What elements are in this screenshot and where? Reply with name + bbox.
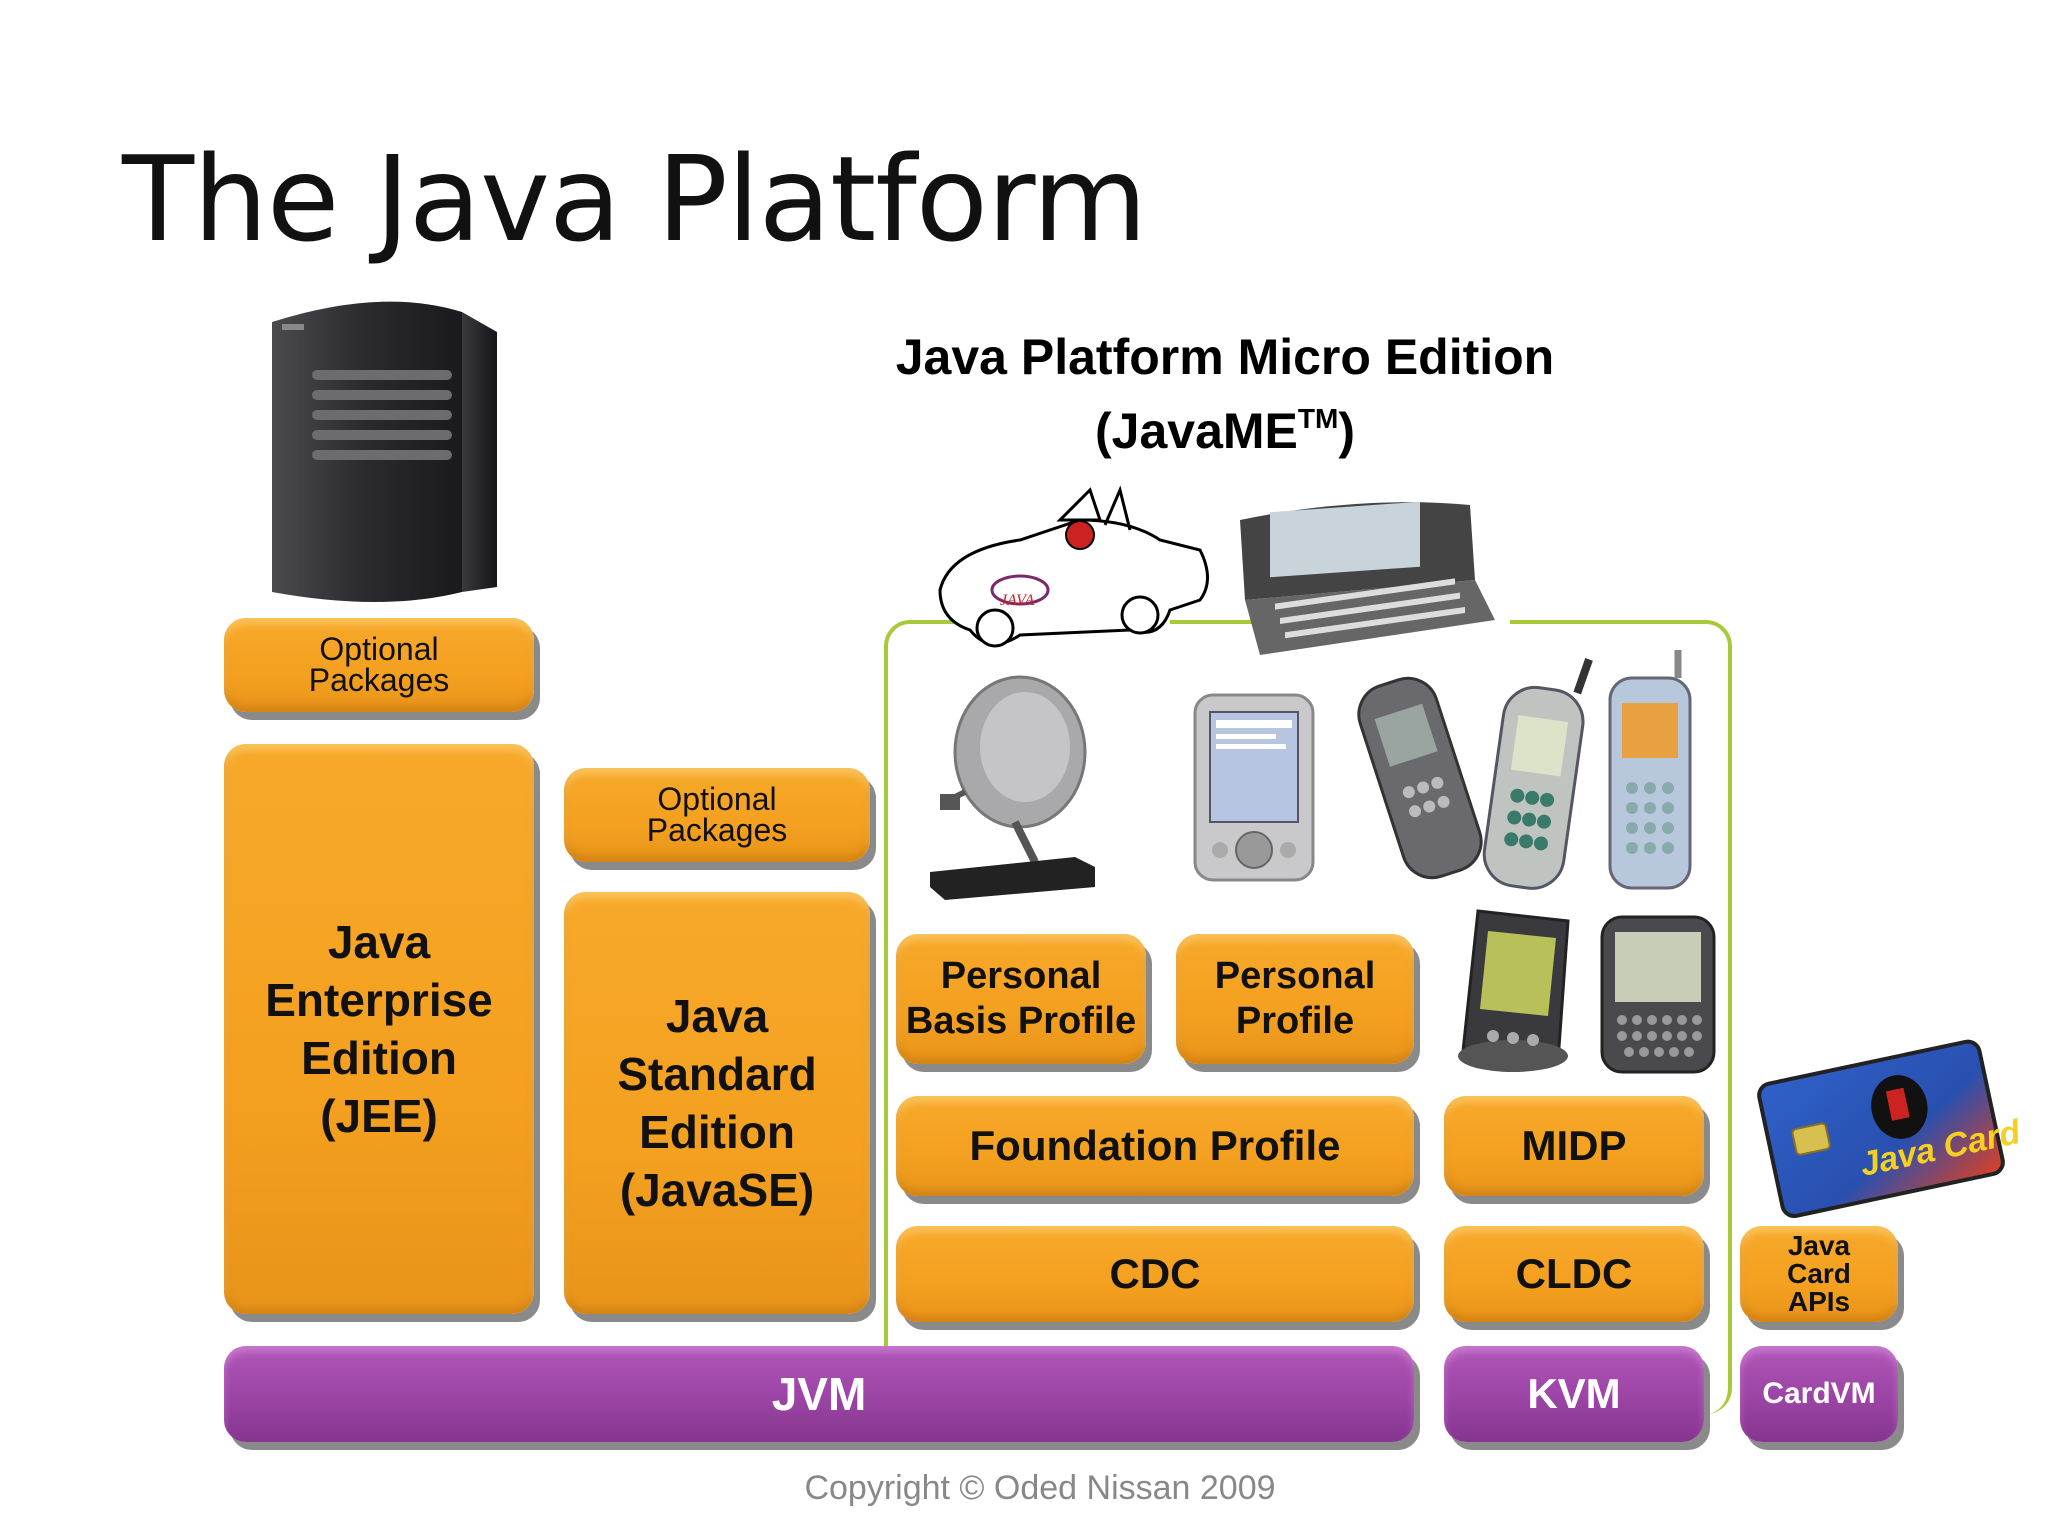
jee-optional-packages: Optional Packages [224, 618, 534, 712]
pager-icon [1600, 915, 1716, 1074]
cdc-box: CDC [896, 1226, 1414, 1322]
copyright-text: Copyright © Oded Nissan 2009 [804, 1469, 1276, 1507]
server-icon [272, 301, 497, 602]
cardvm-bar: CardVM [1740, 1346, 1898, 1442]
javame-heading: Java Platform Micro Edition (JavaMETM) [840, 326, 1610, 462]
communicator-icon [1240, 501, 1495, 655]
personal-basis-profile-box: Personal Basis Profile [896, 934, 1146, 1064]
kvm-bar: KVM [1444, 1346, 1704, 1442]
javase-box: Java Standard Edition (JavaSE) [564, 892, 870, 1314]
mobile-phone-icon [1357, 650, 1692, 890]
java-card-icon: Java Card [1757, 1039, 2025, 1218]
javame-heading-line1: Java Platform Micro Edition [895, 329, 1555, 385]
personal-profile-box: Personal Profile [1176, 934, 1414, 1064]
palm-device-icon [1458, 909, 1570, 1072]
jvm-bar: JVM [224, 1346, 1414, 1442]
java-card-apis-box: Java Card APIs [1740, 1226, 1898, 1322]
foundation-profile-box: Foundation Profile [896, 1096, 1414, 1196]
jee-box: Java Enterprise Edition (JEE) [224, 744, 534, 1314]
car-icon: JAVA [938, 485, 1209, 648]
slide-title: The Java Platform [122, 130, 1147, 268]
se-optional-packages: Optional Packages [564, 768, 870, 862]
javame-heading-line2: (JavaMETM) [1095, 403, 1355, 459]
pda-icon [1193, 693, 1315, 882]
svg-text:JAVA: JAVA [1000, 592, 1035, 609]
cldc-box: CLDC [1444, 1226, 1704, 1322]
satellite-dish-icon [930, 675, 1095, 900]
midp-box: MIDP [1444, 1096, 1704, 1196]
